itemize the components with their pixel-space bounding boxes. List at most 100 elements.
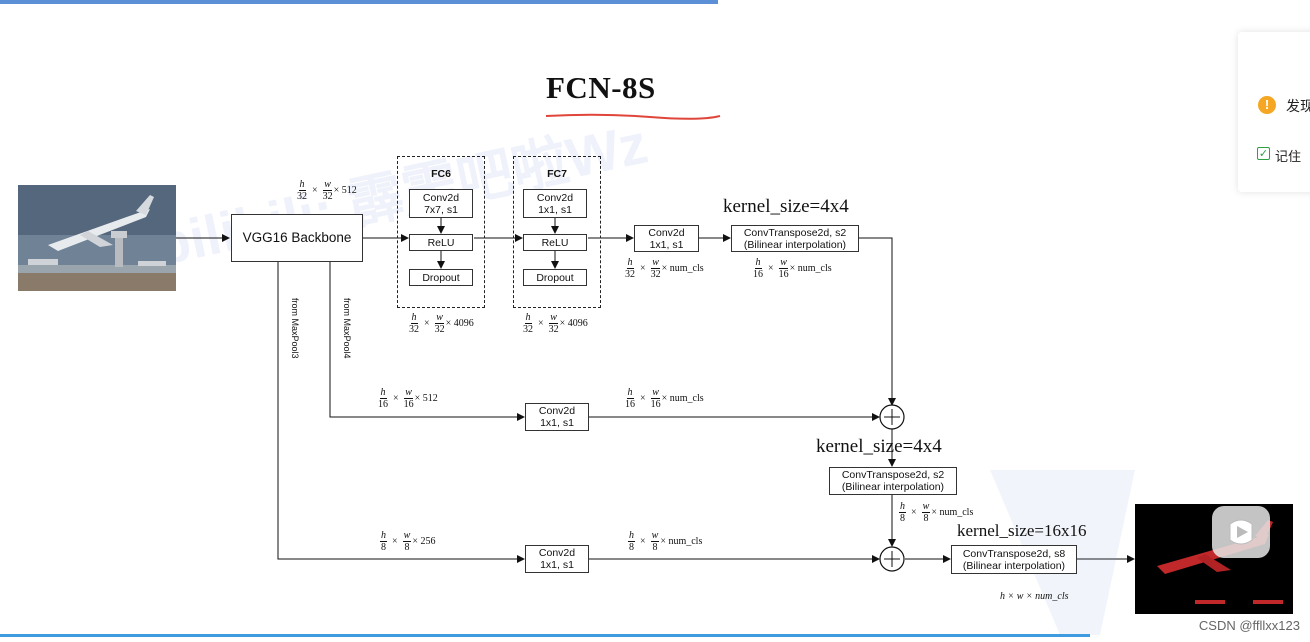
frac-numerator: h [899, 501, 906, 513]
frac-numerator: h [754, 257, 762, 269]
frac-denominator: 8 [381, 542, 386, 553]
shape-channels: × 512 [414, 393, 438, 404]
frac-denominator: 32 [434, 324, 445, 335]
frac-denominator: 32 [523, 324, 533, 335]
times-sign: × [312, 185, 318, 196]
fc7-relu-block: ReLU [523, 234, 587, 251]
times-sign: × [911, 507, 917, 518]
branch-label-pool4: from MaxPool4 [342, 298, 352, 359]
vgg16-backbone-block: VGG16 Backbone [231, 214, 363, 262]
frac-numerator: h [524, 312, 532, 324]
top-accent-bar [0, 0, 718, 4]
frac-numerator: w [921, 501, 931, 513]
fc7-conv-block: Conv2d 1x1, s1 [523, 189, 587, 218]
times-sign: × [392, 536, 398, 547]
shape-channels: × num_cls [931, 507, 974, 518]
checkbox-checked-icon[interactable]: ✓ [1257, 147, 1270, 160]
frac-denominator: 8 [629, 542, 634, 553]
times-sign: × [640, 263, 646, 274]
kernel-label-top: kernel_size=4x4 [723, 196, 849, 217]
frac-numerator: h [626, 257, 634, 269]
convtranspose-final-block: ConvTranspose2d, s8 (Bilinear interpolat… [951, 545, 1077, 574]
kernel-label-final: kernel_size=16x16 [957, 521, 1087, 540]
frac-denominator: 16 [403, 399, 414, 410]
frac-numerator: w [651, 387, 660, 399]
fc7-group [513, 156, 601, 308]
frac-numerator: w [404, 387, 413, 399]
frac-denominator: 8 [923, 513, 929, 524]
play-icon [1229, 519, 1253, 545]
times-sign: × [424, 318, 430, 329]
shape-channels: × 4096 [559, 318, 588, 329]
diagram-title: FCN-8S [546, 70, 656, 105]
frac-denominator: 16 [753, 269, 763, 280]
title-underline [545, 113, 721, 120]
frac-denominator: 32 [297, 191, 307, 202]
convtranspose-top-block: ConvTranspose2d, s2 (Bilinear interpolat… [731, 225, 859, 252]
sum-node-2 [879, 546, 905, 572]
sum-node-1 [879, 404, 905, 430]
frac-numerator: h [298, 179, 306, 191]
bottom-accent-bar [0, 634, 1090, 637]
frac-numerator: w [651, 257, 660, 269]
frac-numerator: h [380, 530, 387, 542]
frac-numerator: w [435, 312, 444, 324]
fc6-conv-block: Conv2d 7x7, s1 [409, 189, 473, 218]
times-sign: × [538, 318, 544, 329]
frac-denominator: 32 [409, 324, 419, 335]
shape-channels: × num_cls [661, 263, 704, 274]
frac-denominator: 8 [900, 513, 905, 524]
frac-numerator: w [402, 530, 412, 542]
conv-top-block: Conv2d 1x1, s1 [634, 225, 699, 252]
kernel-label-mid: kernel_size=4x4 [816, 436, 942, 457]
frac-denominator: 16 [378, 399, 388, 410]
times-sign: × [640, 393, 646, 404]
convtranspose-mid-block: ConvTranspose2d, s2 (Bilinear interpolat… [829, 467, 957, 495]
times-sign: × [768, 263, 774, 274]
frac-numerator: w [650, 530, 660, 542]
fc6-group [397, 156, 485, 308]
frac-numerator: h [410, 312, 418, 324]
shape-channels: × num_cls [789, 263, 832, 274]
frac-numerator: h [628, 530, 635, 542]
remember-checkbox-label: 记住 [1275, 150, 1302, 165]
side-notification-panel [1238, 32, 1310, 192]
warning-icon: ! [1258, 96, 1276, 114]
frac-denominator: 16 [650, 399, 661, 410]
shape-channels: × 512 [333, 185, 357, 196]
times-sign: × [393, 393, 399, 404]
frac-denominator: 32 [625, 269, 635, 280]
frac-denominator: 8 [404, 542, 410, 553]
frac-denominator: 8 [652, 542, 658, 553]
times-sign: × [640, 536, 646, 547]
shape-channels: × num_cls [661, 393, 704, 404]
frac-denominator: 32 [548, 324, 559, 335]
fc6-relu-block: ReLU [409, 234, 473, 251]
footer-credit: CSDN @ffllxx123 [1198, 618, 1300, 633]
input-airplane-image [18, 185, 176, 291]
play-video-overlay[interactable] [1212, 506, 1270, 558]
frac-numerator: h [379, 387, 387, 399]
frac-numerator: w [323, 179, 332, 191]
frac-denominator: 16 [778, 269, 789, 280]
